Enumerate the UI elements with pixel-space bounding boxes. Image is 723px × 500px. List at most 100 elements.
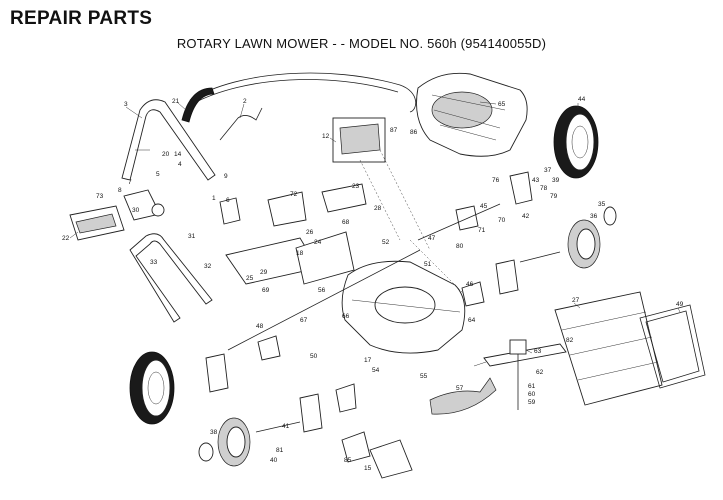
- diagram-subtitle: ROTARY LAWN MOWER - - MODEL NO. 560h (95…: [176, 36, 547, 51]
- callout-15: 15: [364, 465, 372, 472]
- bag-frame: [639, 304, 706, 389]
- callout-73: 73: [96, 193, 104, 200]
- callout-25: 25: [246, 275, 254, 282]
- callout-38: 38: [210, 429, 218, 436]
- callout-85: 85: [344, 457, 352, 464]
- callout-44: 44: [578, 96, 586, 103]
- callout-6: 6: [226, 197, 230, 204]
- callout-33: 33: [150, 259, 158, 266]
- callout-87: 87: [390, 127, 398, 134]
- bail-grip: [181, 87, 215, 123]
- callout-80: 80: [456, 243, 464, 250]
- callout-31: 31: [188, 233, 196, 240]
- callout-42: 42: [522, 213, 530, 220]
- rear-wheel-upper: [553, 105, 599, 179]
- callout-78: 78: [540, 185, 548, 192]
- callout-71: 71: [478, 227, 486, 234]
- callout-7: 7: [128, 179, 132, 186]
- callout-56: 56: [318, 287, 326, 294]
- callout-79: 79: [550, 193, 558, 200]
- callout-32: 32: [204, 263, 212, 270]
- callout-54: 54: [372, 367, 380, 374]
- callout-60: 60: [528, 391, 536, 398]
- callout-50: 50: [310, 353, 318, 360]
- callout-76: 76: [492, 177, 500, 184]
- height-adjuster: [509, 171, 533, 205]
- control-cable: [189, 72, 417, 113]
- callout-8: 8: [118, 187, 122, 194]
- callout-66: 66: [342, 313, 350, 320]
- callout-51: 51: [424, 261, 432, 268]
- callout-1: 1: [212, 195, 216, 202]
- callout-39: 39: [552, 177, 560, 184]
- callout-14: 14: [174, 151, 182, 158]
- callout-21: 21: [172, 98, 180, 105]
- callout-17: 17: [364, 357, 372, 364]
- callout-69: 69: [262, 287, 270, 294]
- callout-2: 2: [243, 98, 247, 105]
- rear-wheel-lower: [129, 351, 175, 425]
- callout-47: 47: [428, 235, 436, 242]
- callout-35: 35: [598, 201, 606, 208]
- decal-panel: [332, 117, 386, 163]
- callout-49: 49: [676, 301, 684, 308]
- callout-86: 86: [410, 129, 418, 136]
- callout-59: 59: [528, 399, 536, 406]
- blade-adapter: [509, 339, 527, 355]
- callout-labels: 1 2 3 4 5 6 7 8 9 12 14 15 17 18 20 21 2…: [62, 96, 684, 472]
- callout-30: 30: [132, 207, 140, 214]
- callout-23: 23: [352, 183, 360, 190]
- callout-67: 67: [300, 317, 308, 324]
- lower-handle: [129, 233, 213, 323]
- callout-81: 81: [276, 447, 284, 454]
- hub-cap: [603, 206, 617, 226]
- callout-46: 46: [466, 281, 474, 288]
- callout-61: 61: [528, 383, 536, 390]
- callout-18: 18: [296, 250, 304, 257]
- callout-68: 68: [342, 219, 350, 226]
- callout-52: 52: [382, 239, 390, 246]
- callout-12: 12: [322, 133, 330, 140]
- front-wheel-upper: [567, 219, 601, 269]
- callout-72: 72: [290, 191, 298, 198]
- control-wire: [219, 107, 263, 141]
- callout-20: 20: [162, 151, 170, 158]
- upper-handle: [121, 99, 216, 181]
- handle-bracket: [69, 205, 125, 241]
- callout-64: 64: [468, 317, 476, 324]
- callout-22: 22: [62, 235, 70, 242]
- callout-27: 27: [572, 297, 580, 304]
- callout-48: 48: [256, 323, 264, 330]
- callout-62: 62: [536, 369, 544, 376]
- callout-82: 82: [566, 337, 574, 344]
- leader-lines: [69, 101, 681, 367]
- callout-41: 41: [282, 423, 290, 430]
- callout-37: 37: [544, 167, 552, 174]
- callout-29: 29: [260, 269, 268, 276]
- engine: [416, 72, 528, 157]
- callout-28: 28: [374, 205, 382, 212]
- mower-deck: [341, 260, 466, 354]
- callout-63: 63: [534, 348, 542, 355]
- callout-57: 57: [456, 385, 464, 392]
- callout-45: 45: [480, 203, 488, 210]
- mulch-plug: [369, 439, 413, 479]
- callout-26: 26: [306, 229, 314, 236]
- callout-55: 55: [420, 373, 428, 380]
- rear-axle: [227, 249, 421, 351]
- grass-bag: [554, 291, 663, 406]
- callout-70: 70: [498, 217, 506, 224]
- callout-9: 9: [224, 173, 228, 180]
- callout-4: 4: [178, 161, 182, 168]
- mower-blade: [483, 343, 567, 367]
- page-title: REPAIR PARTS: [10, 8, 153, 29]
- discharge-chute: [429, 377, 497, 415]
- callout-65: 65: [498, 101, 506, 108]
- callout-3: 3: [124, 101, 128, 108]
- callout-5: 5: [156, 171, 160, 178]
- callout-40: 40: [270, 457, 278, 464]
- callout-43: 43: [532, 177, 540, 184]
- callout-24: 24: [314, 239, 322, 246]
- callout-36: 36: [590, 213, 598, 220]
